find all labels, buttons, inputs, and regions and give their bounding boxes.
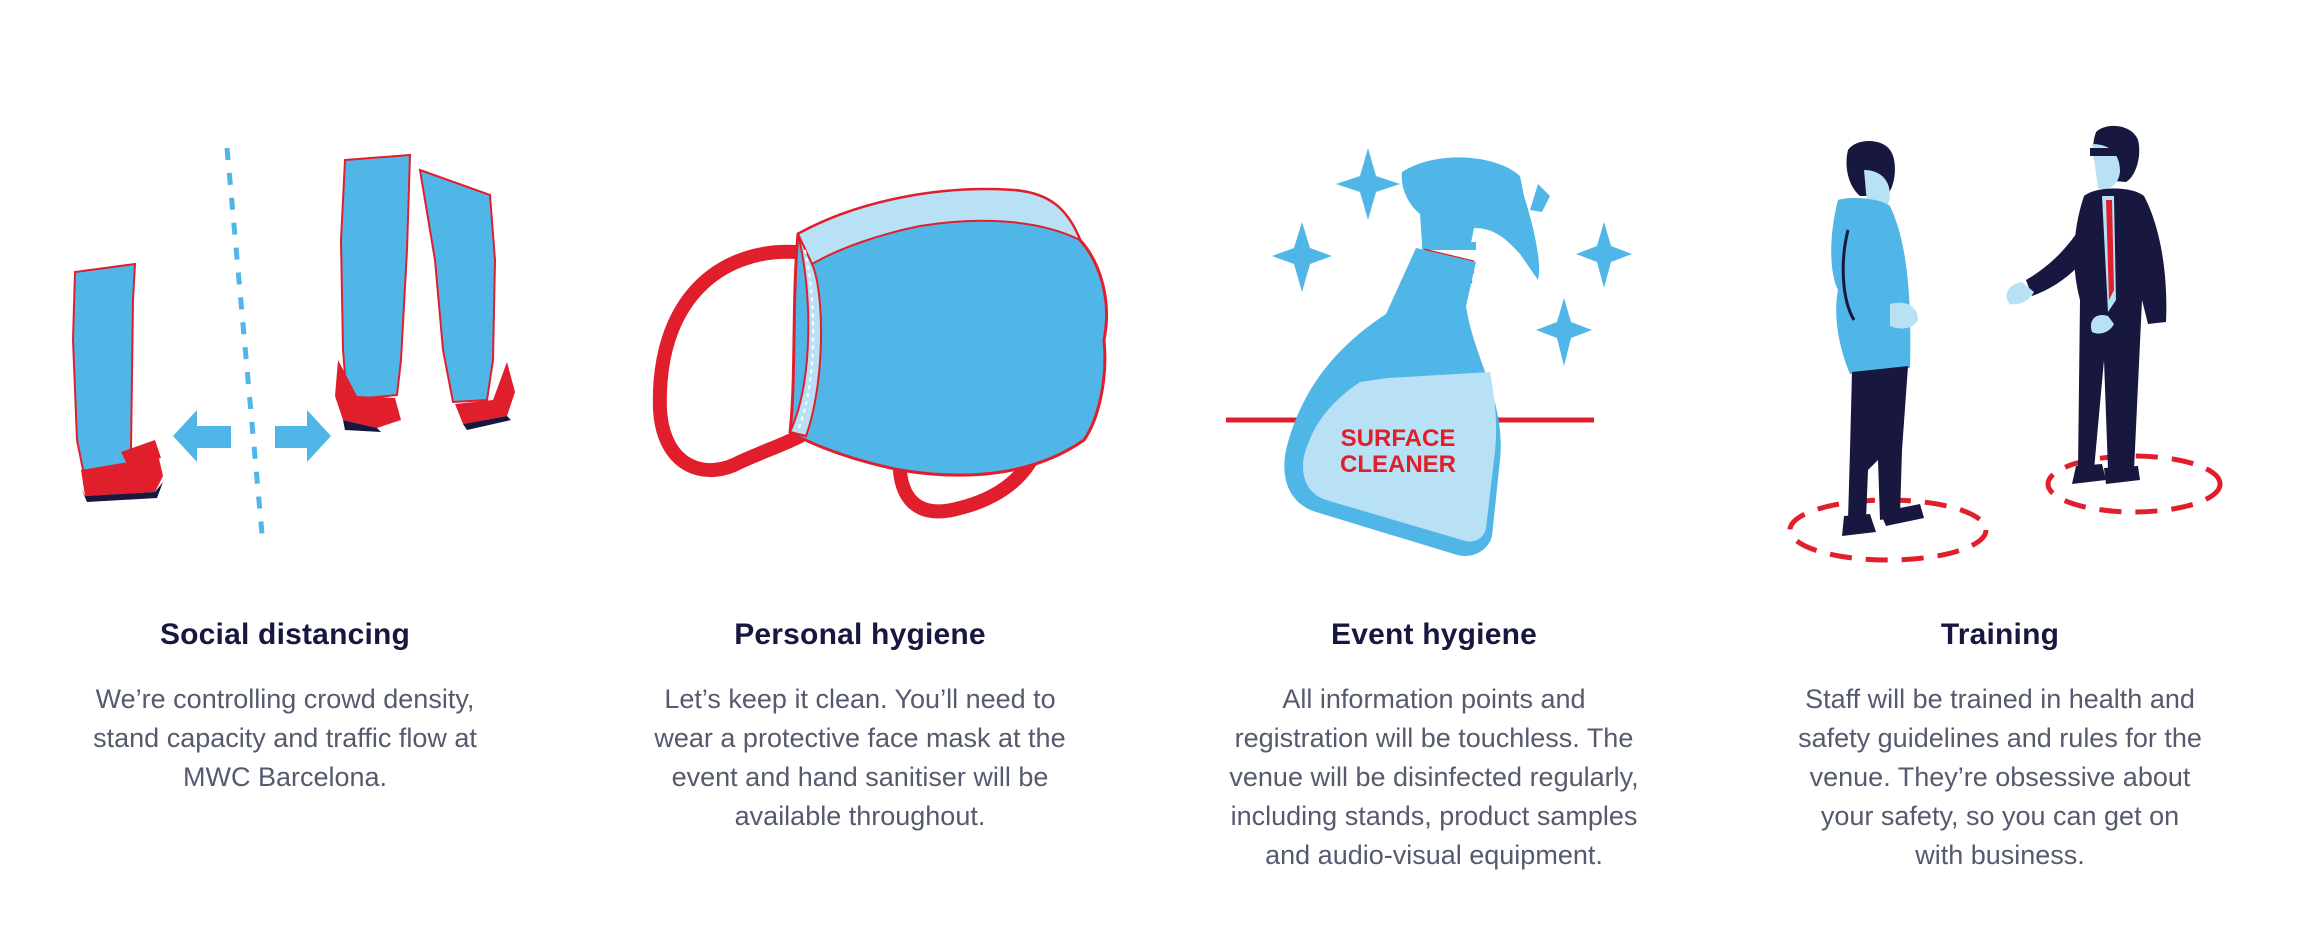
- description-line: venue will be disinfected regularly,: [1229, 762, 1639, 792]
- feature-event-hygiene: SURFACE CLEANER Event hygiene All inform…: [1174, 0, 1694, 949]
- description-line: Staff will be trained in health and: [1805, 684, 2195, 714]
- description-line: MWC Barcelona.: [182, 762, 388, 792]
- description-line: We’re controlling crowd density,: [95, 684, 475, 714]
- bottle-label: CLEANER: [1340, 451, 1456, 478]
- description-line: registration will be touchless. The: [1234, 723, 1634, 753]
- feature-title: Event hygiene: [1331, 618, 1537, 651]
- description-line: Let’s keep it clean. You’ll need to: [664, 684, 1056, 714]
- feature-personal-hygiene: Personal hygiene Let’s keep it clean. Yo…: [600, 0, 1120, 949]
- feature-title: Social distancing: [159, 618, 411, 651]
- feature-title: Training: [1940, 618, 2060, 651]
- description-line: wear a protective face mask at the: [654, 723, 1066, 753]
- description-line: available throughout.: [734, 801, 986, 831]
- feature-description: Let’s keep it clean. You’ll need to wear…: [620, 680, 1100, 836]
- spray-bottle-icon: SURFACE CLEANER: [1226, 148, 1632, 556]
- staff-training-icon: [1787, 125, 2223, 563]
- social-distancing-icon: [71, 147, 515, 546]
- feature-training: Training Staff will be trained in health…: [1740, 0, 2260, 949]
- feature-description: We’re controlling crowd density, stand c…: [45, 680, 525, 797]
- description-line: including stands, product samples: [1230, 801, 1638, 831]
- face-mask-icon: [652, 187, 1108, 519]
- description-line: venue. They’re obsessive about: [1809, 762, 2191, 792]
- description-line: your safety, so you can get on: [1820, 801, 2180, 831]
- bottle-label: SURFACE: [1341, 425, 1456, 452]
- feature-social-distancing: Social distancing We’re controlling crow…: [25, 0, 545, 949]
- description-line: event and hand sanitiser will be: [671, 762, 1049, 792]
- description-line: safety guidelines and rules for the: [1798, 723, 2202, 753]
- description-line: All information points and: [1282, 684, 1586, 714]
- description-line: and audio-visual equipment.: [1265, 840, 1603, 870]
- feature-description: All information points and registration …: [1194, 680, 1674, 875]
- feature-title: Personal hygiene: [734, 618, 986, 651]
- description-line: with business.: [1915, 840, 2085, 870]
- description-line: stand capacity and traffic flow at: [93, 723, 477, 753]
- feature-description: Staff will be trained in health and safe…: [1760, 680, 2240, 875]
